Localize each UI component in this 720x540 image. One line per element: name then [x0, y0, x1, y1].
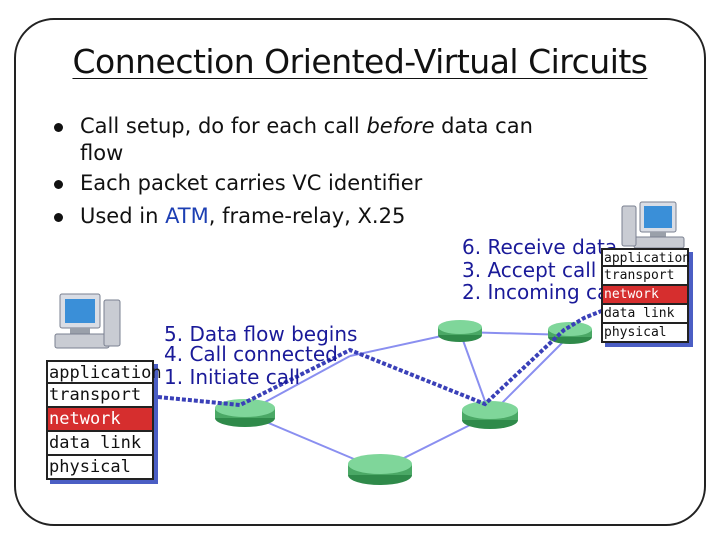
layer-network: network	[601, 286, 689, 305]
slide-title: Connection Oriented-Virtual Circuits	[72, 42, 648, 81]
layer-physical: physical	[46, 456, 154, 480]
computer-icon	[54, 293, 121, 349]
bullet-dot-icon	[54, 180, 63, 189]
bullet-text: Call setup, do for each call	[80, 114, 367, 138]
bullet-dot-icon	[54, 213, 63, 222]
bullet-text-continued: flow	[80, 141, 124, 165]
protocol-stack-left: application transport network data link …	[46, 360, 162, 480]
slide-frame	[14, 18, 706, 526]
bullet-text-italic: before	[366, 114, 435, 138]
router-icon	[462, 401, 518, 429]
layer-physical: physical	[601, 324, 689, 343]
router-icon	[438, 320, 482, 342]
step-label: 6. Receive data	[462, 235, 618, 259]
bullet-item: Used in ATM, frame-relay, X.25	[52, 200, 572, 233]
bullet-item: Each packet carries VC identifier	[52, 167, 572, 200]
step-label: 1. Initiate call	[164, 365, 301, 389]
step-label: 3. Accept call	[462, 258, 597, 282]
bullet-list: Call setup, do for each call before data…	[52, 110, 572, 233]
bullet-text: Each packet carries VC identifier	[80, 171, 423, 195]
bullet-text-atm: ATM	[165, 204, 209, 228]
step-label: 4. Call connected	[164, 342, 338, 366]
step-label: 2. Incoming call	[462, 280, 621, 304]
layer-application: application	[46, 360, 162, 384]
link	[489, 334, 571, 416]
virtual-circuit-path	[157, 308, 605, 408]
bullet-text: , frame-relay, X.25	[208, 204, 406, 228]
computer-icon	[621, 201, 685, 249]
layer-network: network	[46, 408, 154, 432]
step-label: 5. Data flow begins	[164, 322, 358, 346]
layer-data-link: data link	[601, 305, 689, 324]
bullet-text: Used in	[80, 204, 166, 228]
layer-data-link: data link	[46, 432, 154, 456]
bullet-item: Call setup, do for each call before data…	[52, 110, 572, 167]
bullet-text: data can	[434, 114, 533, 138]
bullet-dot-icon	[54, 123, 63, 132]
layer-transport: transport	[601, 267, 689, 286]
layer-application: application	[601, 248, 690, 267]
protocol-stack-right: application transport network data link …	[601, 248, 690, 343]
router-icon	[348, 454, 412, 485]
layer-transport: transport	[46, 384, 154, 408]
